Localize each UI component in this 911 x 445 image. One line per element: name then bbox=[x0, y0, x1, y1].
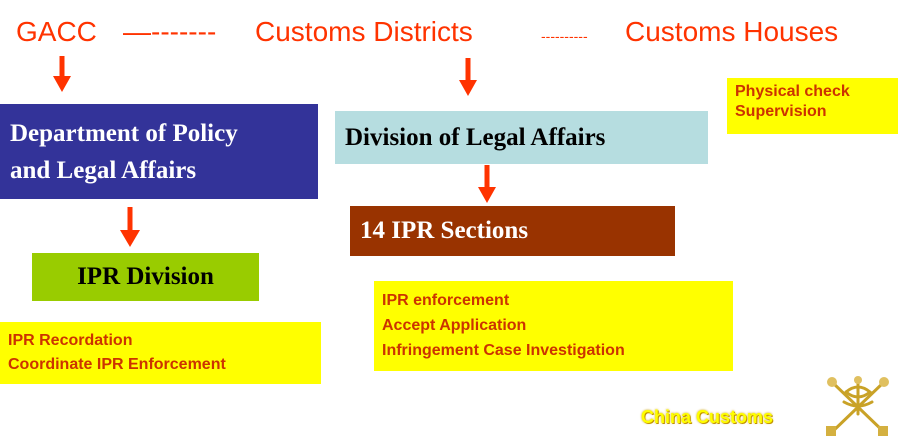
ipr-sections-notes: IPR enforcement Accept Application Infri… bbox=[374, 281, 733, 371]
connector-dashes-small: ---------- bbox=[541, 28, 588, 44]
note-line: IPR Recordation bbox=[8, 332, 133, 349]
division-legal-affairs-box: Division of Legal Affairs bbox=[335, 111, 708, 164]
header-hierarchy: GACC —------- Customs Districts --------… bbox=[0, 12, 911, 52]
ipr-division-notes: IPR Recordation Coordinate IPR Enforceme… bbox=[0, 322, 321, 384]
ipr-division-label: IPR Division bbox=[77, 263, 214, 290]
gacc-label: GACC bbox=[16, 16, 97, 47]
note-line: Coordinate IPR Enforcement bbox=[8, 356, 226, 373]
connector-dashes: —------- bbox=[123, 16, 217, 47]
department-line-2: and Legal Affairs bbox=[10, 156, 197, 184]
note-line: Infringement Case Investigation bbox=[382, 342, 625, 359]
arrow-down-icon bbox=[53, 56, 71, 92]
ipr-sections-box: 14 IPR Sections bbox=[350, 206, 675, 256]
brand-label: China Customs bbox=[641, 407, 774, 427]
arrow-down-icon bbox=[459, 58, 477, 96]
note-line: Accept Application bbox=[382, 317, 527, 334]
customs-districts-label: Customs Districts bbox=[255, 16, 473, 47]
ipr-division-box: IPR Division bbox=[32, 253, 259, 301]
division-legal-affairs-label: Division of Legal Affairs bbox=[345, 123, 606, 151]
note-line: IPR enforcement bbox=[382, 292, 510, 309]
ipr-sections-label: 14 IPR Sections bbox=[360, 217, 529, 244]
note-line: Supervision bbox=[735, 103, 827, 120]
arrow-down-icon bbox=[478, 165, 496, 203]
note-line: Physical check bbox=[735, 83, 850, 100]
customs-houses-label: Customs Houses bbox=[625, 16, 839, 47]
customs-emblem-icon bbox=[826, 376, 889, 436]
department-policy-legal-box: Department of Policy and Legal Affairs bbox=[0, 104, 318, 199]
arrow-down-icon bbox=[120, 207, 140, 247]
customs-houses-notes: Physical check Supervision bbox=[727, 78, 898, 134]
department-line-1: Department of Policy bbox=[10, 119, 238, 147]
